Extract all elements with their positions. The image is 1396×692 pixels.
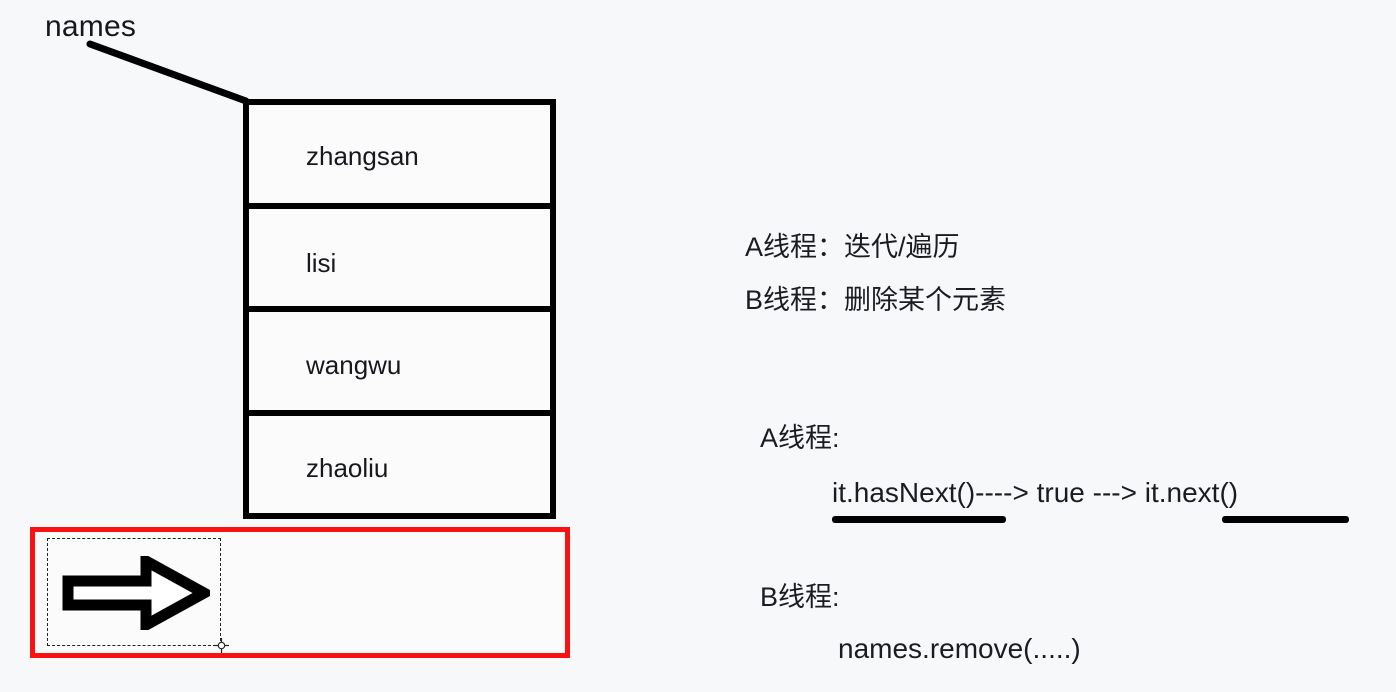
thread-a-code-line: it.hasNext()----> true ---> it.next() — [832, 479, 1238, 507]
thread-b-heading: B线程: — [760, 582, 840, 612]
thread-b-code-line: names.remove(.....) — [838, 633, 1081, 664]
list-item[interactable]: wangwu — [249, 312, 550, 416]
selection-resize-handle[interactable] — [214, 638, 229, 653]
list-item[interactable]: zhaoliu — [249, 416, 550, 514]
has-next-underline — [832, 516, 1006, 523]
right-arrow-icon[interactable] — [62, 556, 210, 630]
shape-selection-box[interactable] — [47, 538, 221, 646]
list-item[interactable]: zhangsan — [249, 105, 550, 209]
leader-line-path — [86, 40, 250, 105]
thread-b-role-note: B线程：删除某个元素 — [745, 285, 1007, 315]
thread-a-heading: A线程: — [760, 423, 840, 453]
call-has-next-text: it.hasNext() — [832, 477, 976, 508]
list-item-label: lisi — [306, 248, 337, 279]
arrow-1-text: ----> — [975, 477, 1029, 508]
handle-center-dot — [217, 641, 226, 650]
names-pointer-label: names — [45, 10, 137, 43]
list-item-label: wangwu — [306, 349, 402, 380]
result-true-text: true — [1036, 477, 1085, 508]
arrow-2-text: ---> — [1092, 477, 1137, 508]
names-list-box: zhangsan lisi wangwu zhaoliu — [243, 99, 556, 519]
red-highlight-region — [30, 527, 570, 658]
list-item-label: zhangsan — [306, 140, 419, 171]
list-item-label: zhaoliu — [306, 453, 389, 484]
right-arrow-path — [62, 556, 210, 630]
next-underline — [1222, 516, 1349, 523]
call-next-text: it.next() — [1144, 477, 1239, 508]
list-item[interactable]: lisi — [249, 209, 550, 312]
thread-a-role-note: A线程：迭代/遍历 — [745, 232, 960, 262]
